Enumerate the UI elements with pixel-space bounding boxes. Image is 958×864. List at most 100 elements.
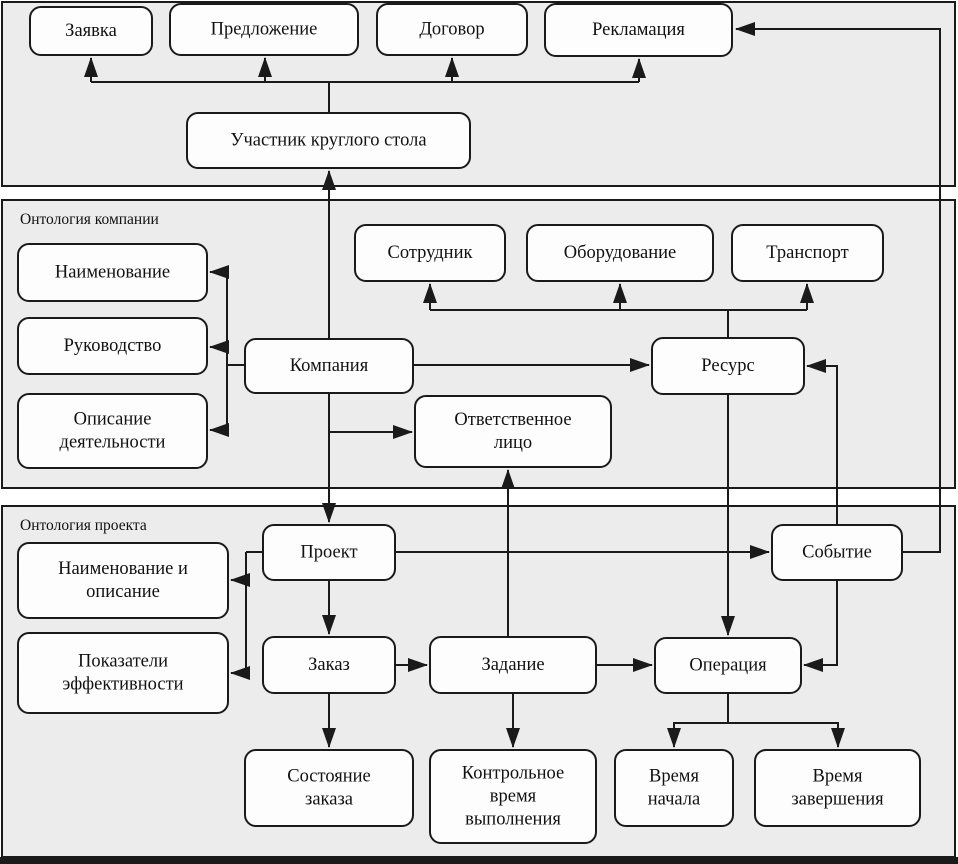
node-label-sobytie: Событие xyxy=(802,543,872,563)
node-label-line: Оборудование xyxy=(564,243,677,263)
node-label-pokazateli-effektivnosti: Показатели эффективности xyxy=(62,652,183,695)
node-label-line: Ответственное xyxy=(454,410,571,430)
node-box-kontrolnoe-vremya-vypolneniya xyxy=(429,749,597,844)
decoration-layer xyxy=(0,857,958,864)
node-label-line: Заявка xyxy=(65,21,117,41)
node-label-kompaniya: Компания xyxy=(290,356,369,376)
node-box-transport xyxy=(731,224,884,282)
node-layer: Заявка Предложение Договор РекламацияУчастн… xyxy=(17,3,921,844)
node-label-transport: Транспорт xyxy=(766,243,848,263)
node-label-line: Задание xyxy=(481,655,544,675)
node-label-line: Сотрудник xyxy=(388,243,473,263)
node-box-sostoyanie-zakaza xyxy=(244,749,414,827)
edge-proekt-to-pokazateli xyxy=(230,580,250,680)
node-label-naimenovanie: Наименование xyxy=(55,263,170,283)
node-label-predlozhenie: Предложение xyxy=(211,20,318,40)
node-label-line: эффективности xyxy=(62,675,183,695)
node-label-line: выполнения xyxy=(465,810,561,830)
node-zakaz: Заказ xyxy=(262,636,396,694)
node-label-line: Ресурс xyxy=(701,356,754,376)
node-box-operatsiya xyxy=(654,637,802,694)
node-sotrudnik: Сотрудник xyxy=(354,224,506,282)
node-label-line: Время xyxy=(649,767,700,787)
node-resurs: Ресурс xyxy=(651,337,805,395)
node-label-line: Показатели xyxy=(78,652,168,672)
node-label-dogovor: Договор xyxy=(419,20,484,40)
node-label-reklamatsiya: Рекламация xyxy=(592,20,685,40)
node-label-line: начала xyxy=(648,790,701,810)
node-oborudovanie: Оборудование xyxy=(526,224,714,282)
node-box-pokazateli-effektivnosti xyxy=(17,632,229,714)
node-reklamatsiya: Рекламация xyxy=(544,3,733,57)
edge-sobytie-to-operatsiya xyxy=(803,580,838,672)
node-transport: Транспорт xyxy=(731,224,884,282)
node-rukovodstvo: Руководство xyxy=(17,317,208,375)
node-sobytie: Событие xyxy=(771,524,903,581)
node-box-opisanie-deyatelnosti xyxy=(17,393,208,469)
node-operatsiya: Операция xyxy=(654,637,802,694)
node-label-vremya-nachala: Время начала xyxy=(648,767,701,810)
node-dogovor: Договор xyxy=(376,3,528,56)
node-box-otvetstvennoe-litso xyxy=(414,395,612,468)
node-label-line: заказа xyxy=(305,790,353,810)
node-label-zakaz: Заказ xyxy=(308,655,350,675)
node-box-oborudovanie xyxy=(526,224,714,282)
node-label-resurs: Ресурс xyxy=(701,356,754,376)
node-label-line: Предложение xyxy=(211,20,318,40)
node-box-sotrudnik xyxy=(354,224,506,282)
node-label-sotrudnik: Сотрудник xyxy=(388,243,473,263)
node-label-line: Наименование и xyxy=(58,559,188,579)
node-vremya-nachala: Время начала xyxy=(614,749,734,827)
node-label-line: Проект xyxy=(300,543,357,563)
node-box-naimenovanie xyxy=(17,243,208,302)
node-proekt: Проект xyxy=(262,524,396,581)
edge-sobytie-to-resurs xyxy=(806,359,838,525)
node-box-sobytie xyxy=(771,524,903,581)
node-zadanie: Задание xyxy=(429,636,597,694)
node-label-line: Руководство xyxy=(64,336,162,356)
node-label-line: деятельности xyxy=(60,433,166,453)
node-label-line: Участник круглого стола xyxy=(230,131,426,151)
node-label-uchastnik-kruglogo-stola: Участник круглого стола xyxy=(230,131,426,151)
edge-kompaniya-to-naimenovanie xyxy=(209,265,229,365)
node-box-dogovor xyxy=(376,3,528,56)
node-predlozhenie: Предложение xyxy=(169,3,359,56)
edge-layer xyxy=(84,22,941,748)
node-box-vremya-nachala xyxy=(614,749,734,827)
node-label-line: время xyxy=(490,787,537,807)
node-kompaniya: Компания xyxy=(244,338,414,394)
node-sostoyanie-zakaza: Состояние заказа xyxy=(244,749,414,827)
node-naimenovanie: Наименование xyxy=(17,243,208,302)
node-box-zakaz xyxy=(262,636,396,694)
node-box-kompaniya xyxy=(244,338,414,394)
node-label-oborudovanie: Оборудование xyxy=(564,243,677,263)
node-label-line: завершения xyxy=(791,790,884,810)
node-box-zadanie xyxy=(429,636,597,694)
edge-operatsiya-to-vremya-zaversheniya xyxy=(728,722,845,748)
node-label-operatsiya: Операция xyxy=(689,656,767,676)
node-label-sostoyanie-zakaza: Состояние заказа xyxy=(287,767,371,810)
node-label-line: Заказ xyxy=(308,655,350,675)
node-label-line: Транспорт xyxy=(766,243,848,263)
node-zayavka: Заявка xyxy=(29,6,153,56)
node-label-rukovodstvo: Руководство xyxy=(64,336,162,356)
edge-sobytie-to-reklamatsiya xyxy=(735,22,941,553)
node-label-line: Наименование xyxy=(55,263,170,283)
edge-kompaniya-to-opisanie xyxy=(209,365,229,437)
node-label-line: Рекламация xyxy=(592,20,685,40)
node-label-line: Состояние xyxy=(287,767,371,787)
node-label-zadanie: Задание xyxy=(481,655,544,675)
section-label-project: Онтология проекта xyxy=(20,517,147,534)
node-label-line: Событие xyxy=(802,543,872,563)
